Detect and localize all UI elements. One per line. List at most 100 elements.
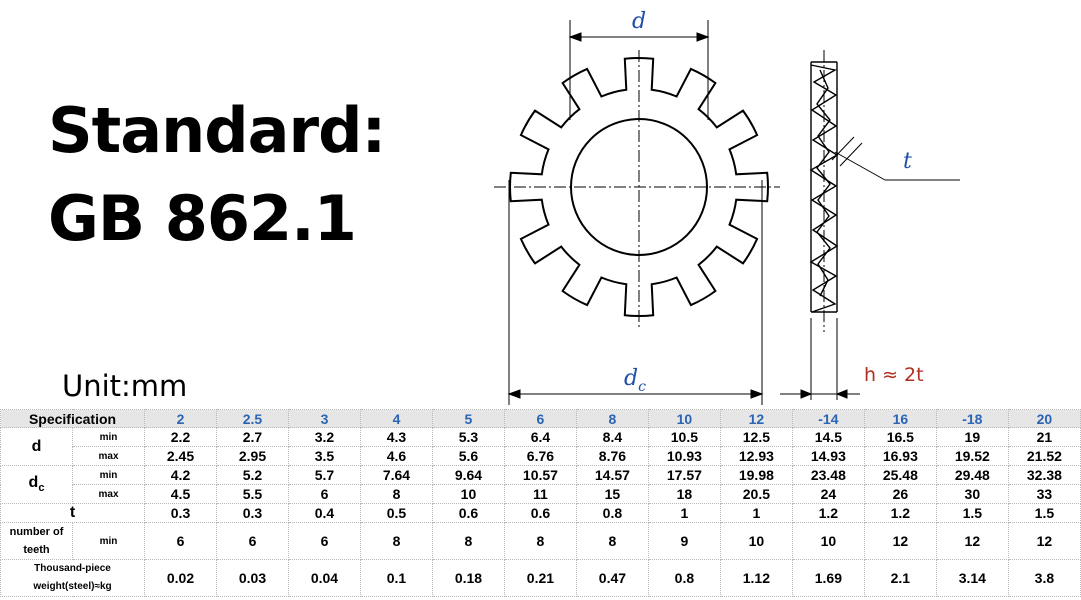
dc-min-cell: 9.64 [431,465,505,485]
weight-cell: 0.02 [144,559,217,597]
dc-label: dc [0,465,73,504]
d-max-label: max [71,446,146,466]
dc-min-cell: 25.48 [863,465,937,485]
weight-cell: 0.18 [431,559,505,597]
dc-dimension [507,180,764,405]
teeth-cell: 12 [863,522,937,560]
size-header-cell: -14 [791,409,865,428]
teeth-cell: 12 [935,522,1009,560]
d-max-cell: 16.93 [863,446,937,466]
dc-max-cell: 10 [431,484,505,504]
dc-max-cell: 11 [503,484,577,504]
dc-max-cell: 5.5 [216,484,289,504]
dc-max-cell: 6 [287,484,361,504]
dc-min-cell: 29.48 [935,465,1009,485]
d-min-cell: 5.3 [431,427,505,447]
teeth-cell: 8 [431,522,505,560]
weight-cell: 1.12 [719,559,793,597]
d-max-cell: 3.5 [287,446,361,466]
dc-min-cell: 14.57 [575,465,649,485]
size-header-cell: 5 [431,409,505,428]
size-header-cell: 2 [144,409,217,428]
d-min-cell: 4.3 [359,427,433,447]
teeth-cell: 12 [1007,522,1081,560]
dc-min-cell: 5.2 [216,465,289,485]
washer-outer-outline [509,57,769,317]
dc-max-cell: 33 [1007,484,1081,504]
teeth-cell: 8 [503,522,577,560]
h-dimension [780,318,860,400]
teeth-cell: 9 [647,522,721,560]
d-max-cell: 4.6 [359,446,433,466]
dc-min-cell: 4.2 [144,465,217,485]
d-max-cell: 2.45 [144,446,217,466]
dc-min-cell: 32.38 [1007,465,1081,485]
d-label: d [0,427,73,466]
h-dimension-label: h ≈ 2t [864,364,924,386]
t-cell: 0.6 [503,503,577,523]
weight-cell: 2.1 [863,559,937,597]
dc-max-cell: 24 [791,484,865,504]
dc-max-cell: 8 [359,484,433,504]
t-cell: 0.3 [144,503,217,523]
d-dimension [568,20,710,120]
dc-max-cell: 15 [575,484,649,504]
d-min-cell: 8.4 [575,427,649,447]
washer-drawing: d dc t h ≈ 2t [494,9,960,405]
t-cell: 1.5 [1007,503,1081,523]
d-min-label: min [71,427,146,447]
weight-cell: 0.8 [647,559,721,597]
t-cell: 1.5 [935,503,1009,523]
dc-min-cell: 19.98 [719,465,793,485]
standard-label: Standard: [48,94,386,167]
dc-label-base: d [28,474,39,492]
d-max-cell: 6.76 [503,446,577,466]
dc-min-cell: 7.64 [359,465,433,485]
specification-header: Specification [0,409,146,428]
d-min-cell: 21 [1007,427,1081,447]
t-cell: 0.4 [287,503,361,523]
d-max-cell: 2.95 [216,446,289,466]
size-header-cell: 3 [287,409,361,428]
d-min-cell: 2.7 [216,427,289,447]
dc-min-cell: 17.57 [647,465,721,485]
dc-min-cell: 10.57 [503,465,577,485]
weight-cell: 0.47 [575,559,649,597]
d-max-cell: 21.52 [1007,446,1081,466]
weight-cell: 0.04 [287,559,361,597]
size-header-cell: 16 [863,409,937,428]
d-min-cell: 14.5 [791,427,865,447]
center-lines [494,50,780,330]
teeth-label: number of teeth [0,522,73,560]
t-cell: 0.5 [359,503,433,523]
weight-cell: 0.1 [359,559,433,597]
teeth-cell: 6 [287,522,361,560]
teeth-cell: 6 [144,522,217,560]
t-cell: 1 [647,503,721,523]
d-min-cell: 2.2 [144,427,217,447]
weight-label: Thousand-piece weight(steel)≈kg [0,559,146,597]
weight-cell: 3.14 [935,559,1009,597]
t-dimension-label: t [903,149,912,174]
teeth-cell: 10 [791,522,865,560]
t-cell: 0.3 [216,503,289,523]
dc-dimension-label: dc [624,366,646,395]
washer-side-view [809,61,839,313]
teeth-cell: 10 [719,522,793,560]
t-cell: 1.2 [791,503,865,523]
dc-max-cell: 26 [863,484,937,504]
size-header-cell: 20 [1007,409,1081,428]
t-cell: 0.8 [575,503,649,523]
teeth-cell: 8 [575,522,649,560]
unit-label: Unit:mm [62,369,188,403]
teeth-min-label: min [71,522,146,560]
dc-label-sub: c [38,482,45,495]
d-max-cell: 19.52 [935,446,1009,466]
t-label: t [0,503,146,523]
